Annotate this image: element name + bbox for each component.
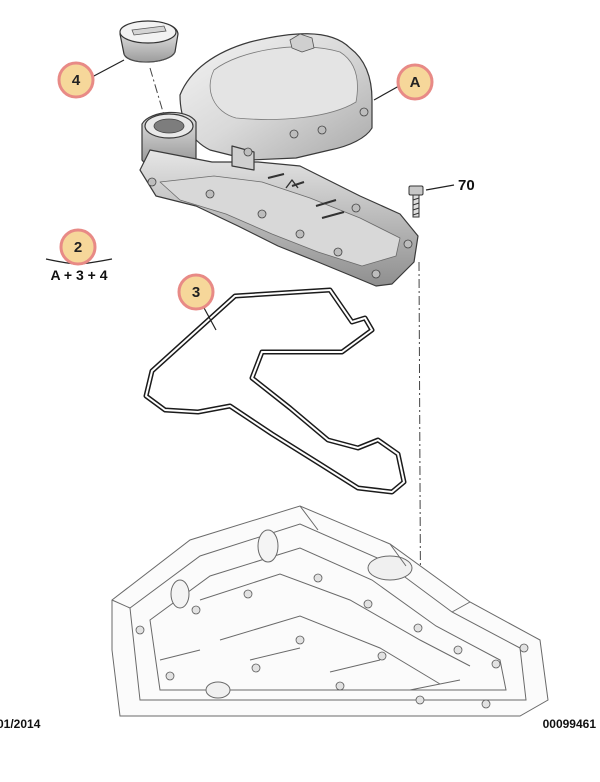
kit-formula: A + 3 + 4 [50,267,107,283]
footer-ref-number: 00099461 [543,717,597,731]
bolt-leader-line [425,184,455,191]
cover-bolt [408,185,424,218]
bolt-ref-label: 70 [458,177,475,194]
callout-gasket-marker [177,273,215,311]
cylinder-head [111,505,549,717]
callout-cap-label: 4 [72,72,81,89]
callout-kit-label: 2 [74,239,82,256]
callout-kit-marker [59,228,97,266]
callout-cover-marker [396,63,434,101]
callout-cap-marker [57,61,95,99]
callout-cap-leader [91,59,125,78]
cylinder-head-cover [139,33,419,287]
callout-cover: A [373,63,434,101]
cover-gasket [143,287,407,495]
callout-gasket-leader [202,305,217,331]
callout-cap: 4 [57,59,125,99]
callout-kit: 2 A + 3 + 4 [45,228,113,283]
oil-filler-cap [119,20,179,63]
callout-cover-label: A [410,74,421,91]
callout-gasket: 3 [177,273,217,331]
head-bolt-bosses [135,573,529,709]
cover-bolt-bosses [147,107,413,279]
callout-cover-leader [373,85,400,101]
footer-date: 01/2014 [0,717,41,731]
callout-gasket-label: 3 [192,284,200,301]
